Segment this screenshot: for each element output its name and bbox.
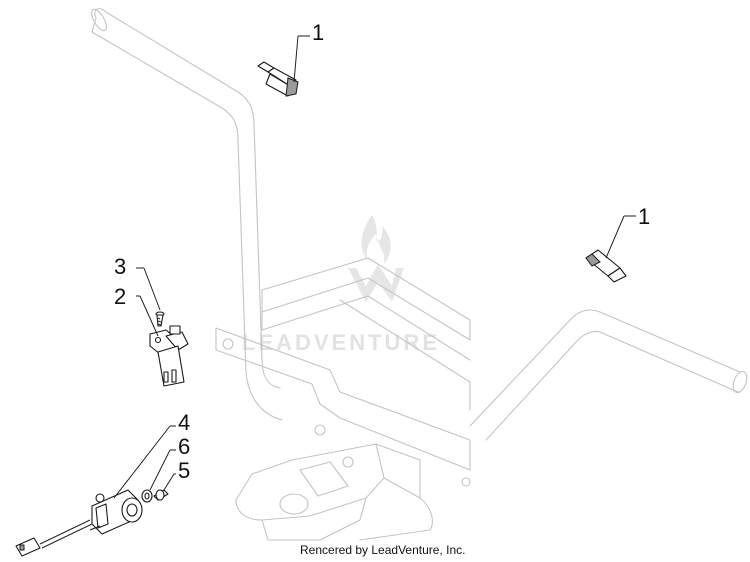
callout-washer: 6 [178,434,190,459]
solenoid[interactable]: 4 [15,410,190,557]
callout-switch-bracket: 2 [114,284,126,309]
leadventure-flame-logo-icon [348,215,404,302]
callout-top-switch: 1 [312,20,324,45]
watermark: LEADVENTURE [242,215,440,355]
bolt[interactable]: 5 [153,458,190,501]
callout-screw: 3 [114,254,126,279]
handlebar-frame [91,8,748,541]
watermark-text: LEADVENTURE [242,330,440,355]
screw[interactable]: 3 [114,254,165,327]
callout-bolt: 5 [178,458,190,483]
switch-right[interactable]: 1 [585,204,650,283]
switch-bracket[interactable]: 2 [114,284,189,387]
washer[interactable]: 6 [141,434,190,503]
switch-top[interactable]: 1 [257,20,324,97]
callout-solenoid: 4 [178,410,190,435]
callout-right-switch: 1 [638,204,650,229]
credit-text: Rencered by LeadVenture, Inc. [300,543,465,557]
